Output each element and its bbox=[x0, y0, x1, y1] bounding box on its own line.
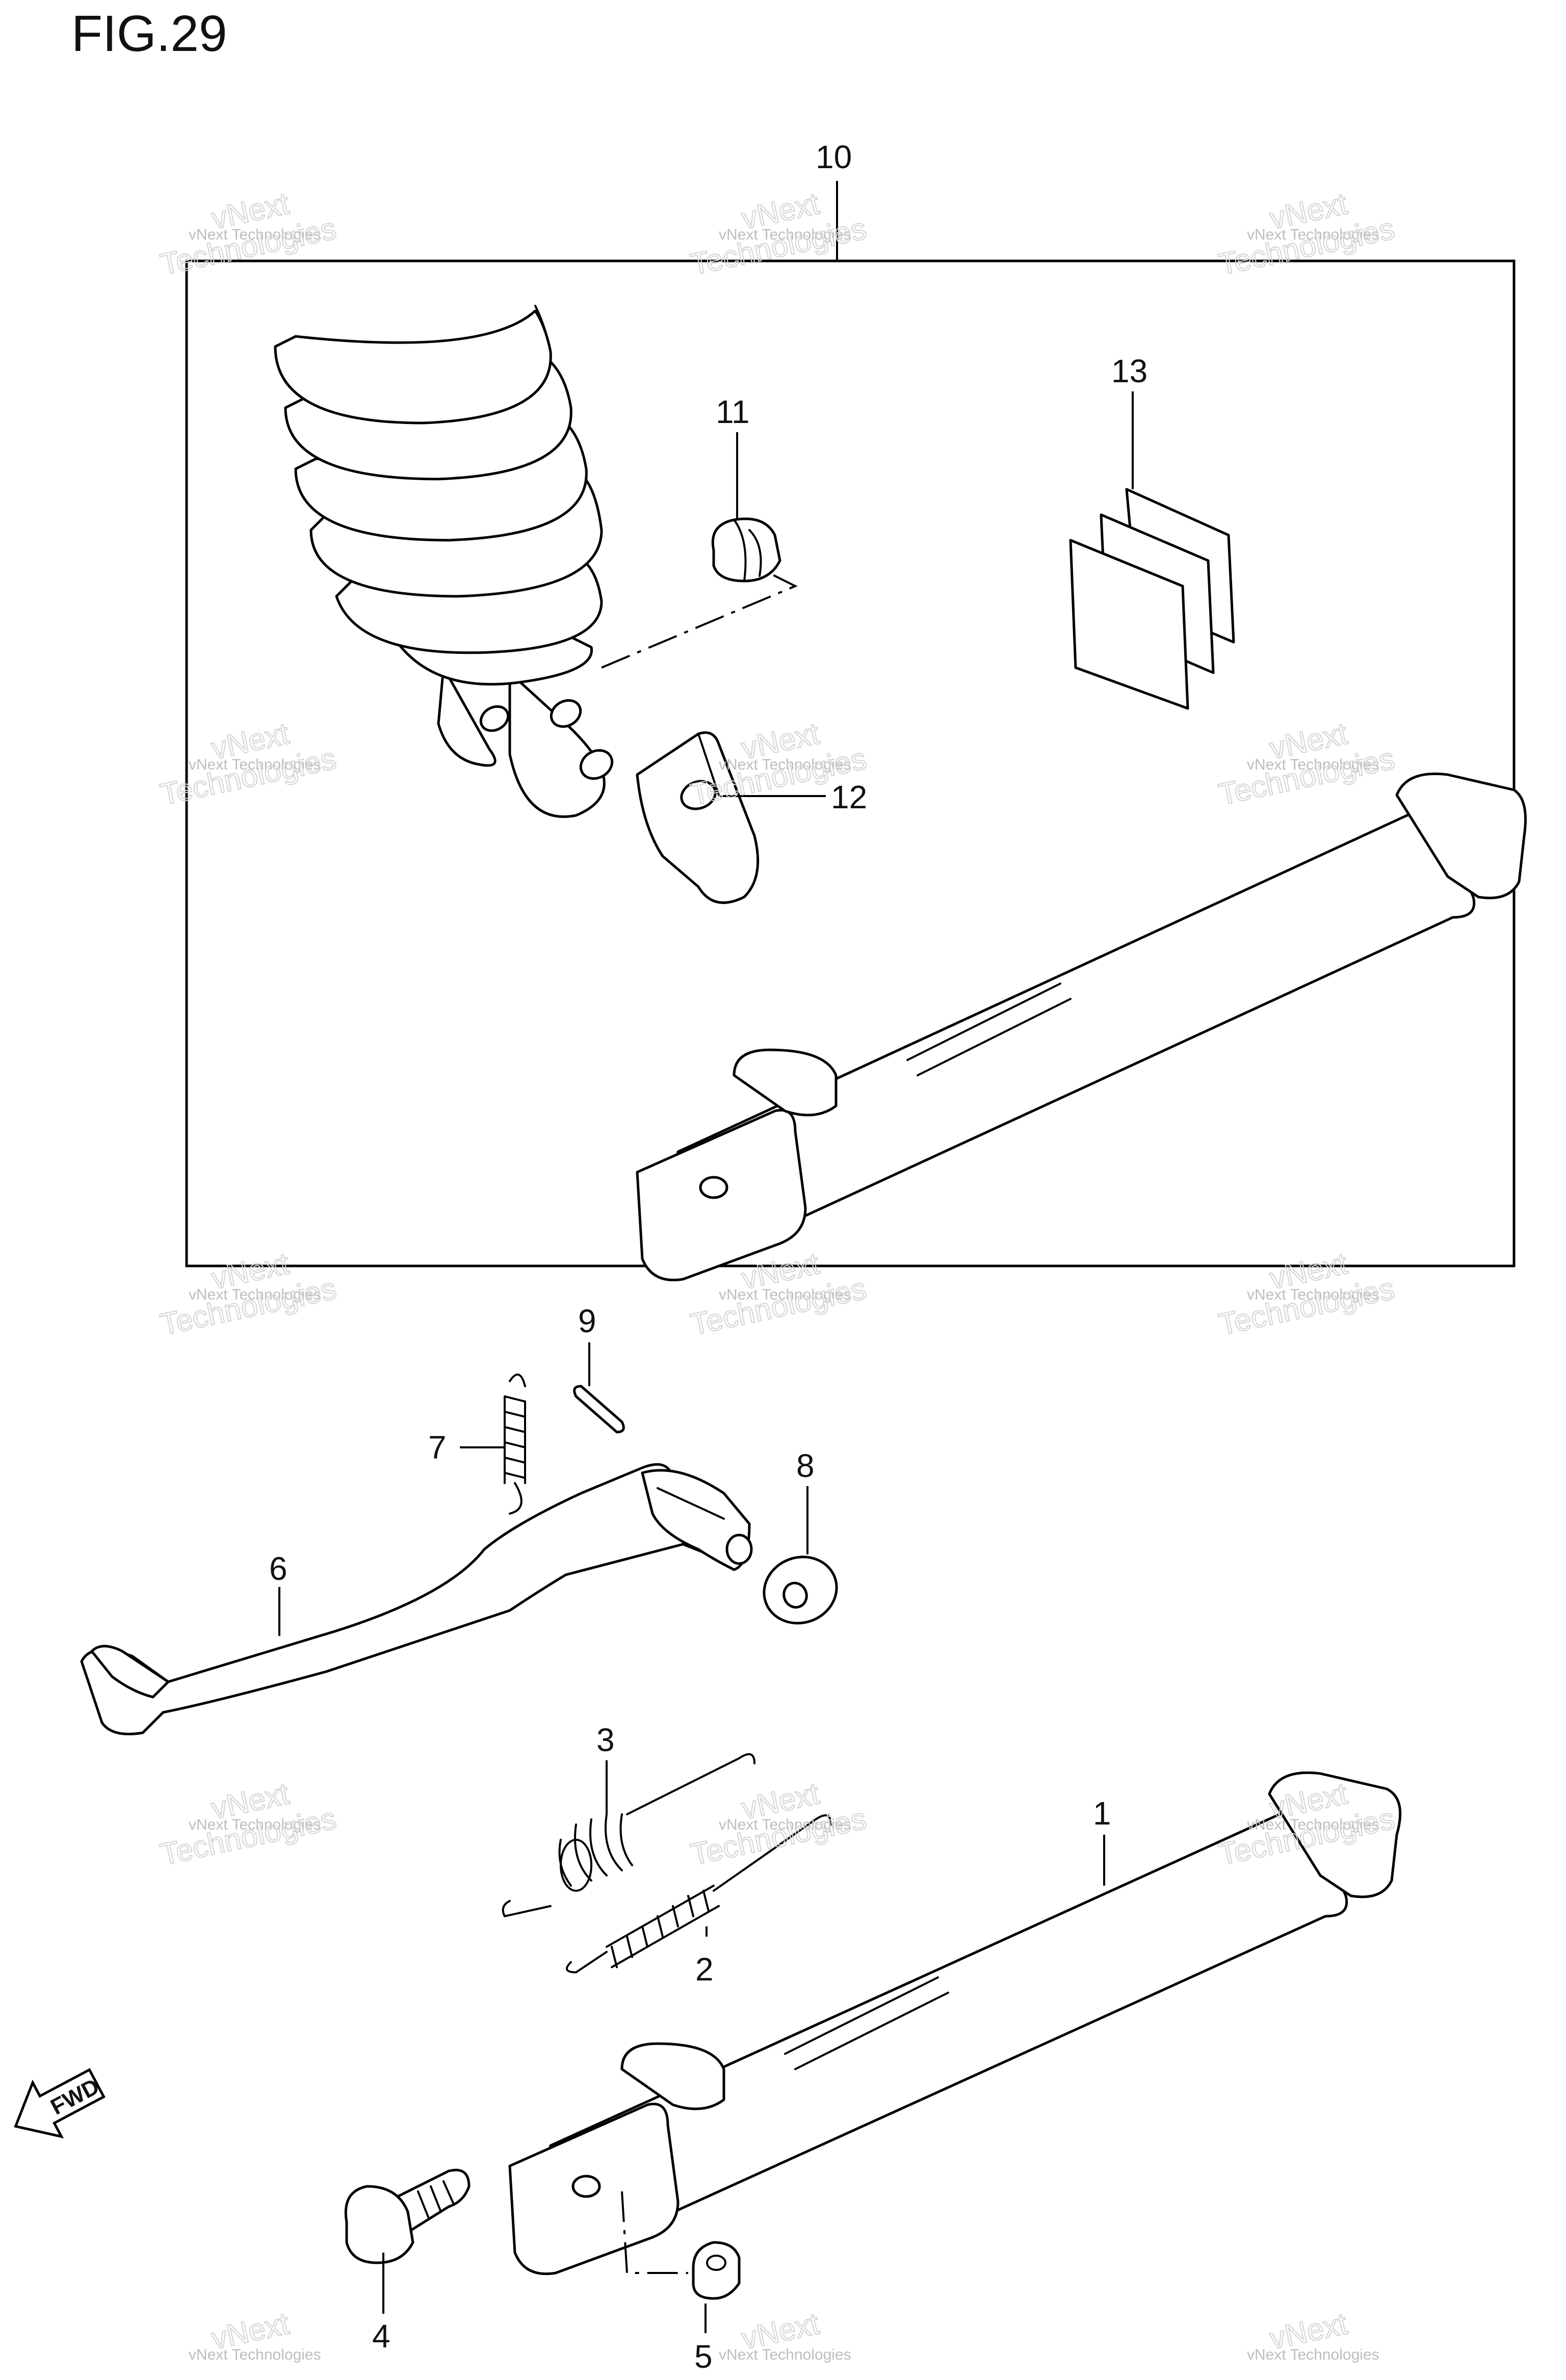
svg-text:vNext Technologies: vNext Technologies bbox=[1247, 2346, 1379, 2363]
svg-text:vNext Technologies: vNext Technologies bbox=[189, 226, 321, 243]
callout-8: 8 bbox=[796, 1447, 815, 1484]
callout-12: 12 bbox=[831, 779, 867, 815]
svg-text:vNext Technologies: vNext Technologies bbox=[719, 756, 851, 773]
svg-text:vNext Technologies: vNext Technologies bbox=[1247, 226, 1379, 243]
callout-11: 11 bbox=[716, 393, 749, 430]
svg-text:vNext Technologies: vNext Technologies bbox=[189, 756, 321, 773]
svg-text:vNext Technologies: vNext Technologies bbox=[719, 1286, 851, 1303]
dashed-leader-nut bbox=[621, 2191, 688, 2274]
fwd-arrow: FWD bbox=[14, 2068, 106, 2138]
callout-4: 4 bbox=[372, 2318, 390, 2355]
callout-1: 1 bbox=[1093, 1795, 1111, 1832]
svg-text:vNext Technologies: vNext Technologies bbox=[1247, 756, 1379, 773]
nut-5-drawing bbox=[692, 2241, 741, 2300]
svg-text:vNext Technologies: vNext Technologies bbox=[1247, 1286, 1379, 1303]
kit-side-stand-drawing bbox=[636, 772, 1527, 1282]
spring-3-drawing bbox=[502, 1753, 755, 1918]
callout-3: 3 bbox=[596, 1722, 615, 1758]
callout-10: 10 bbox=[816, 139, 852, 175]
kit-box bbox=[185, 259, 1516, 1267]
rear-shock-drawing bbox=[274, 305, 614, 818]
svg-text:vNext Technologies: vNext Technologies bbox=[719, 1816, 851, 1833]
side-stand-6-drawing bbox=[80, 1463, 753, 1735]
svg-text:vNext Technologies: vNext Technologies bbox=[1247, 1816, 1379, 1833]
svg-text:vNext Technologies: vNext Technologies bbox=[719, 226, 851, 243]
callout-6: 6 bbox=[269, 1550, 288, 1587]
bolt-4-drawing bbox=[344, 2169, 471, 2264]
callout-9: 9 bbox=[578, 1303, 596, 1339]
nut-11-drawing bbox=[711, 517, 781, 583]
figure-title: FIG.29 bbox=[71, 5, 227, 62]
callout-13: 13 bbox=[1111, 353, 1147, 389]
spring-7-drawing bbox=[504, 1373, 526, 1515]
dashed-leader bbox=[601, 570, 798, 669]
washer-8-drawing bbox=[763, 1555, 838, 1625]
callout-7: 7 bbox=[428, 1429, 447, 1466]
spring-2-drawing bbox=[566, 1814, 832, 1974]
pin-9-drawing bbox=[573, 1385, 625, 1434]
decal-set-13-drawing bbox=[1069, 488, 1235, 710]
svg-text:vNext Technologies: vNext Technologies bbox=[189, 2346, 321, 2363]
side-stand-1-drawing bbox=[508, 1771, 1402, 2276]
svg-text:vNext Technologies: vNext Technologies bbox=[719, 2346, 851, 2363]
bracket-12-drawing bbox=[636, 731, 760, 904]
callout-2: 2 bbox=[695, 1951, 714, 1988]
callout-5: 5 bbox=[694, 2338, 713, 2375]
svg-text:vNext Technologies: vNext Technologies bbox=[189, 1816, 321, 1833]
svg-text:vNext Technologies: vNext Technologies bbox=[189, 1286, 321, 1303]
